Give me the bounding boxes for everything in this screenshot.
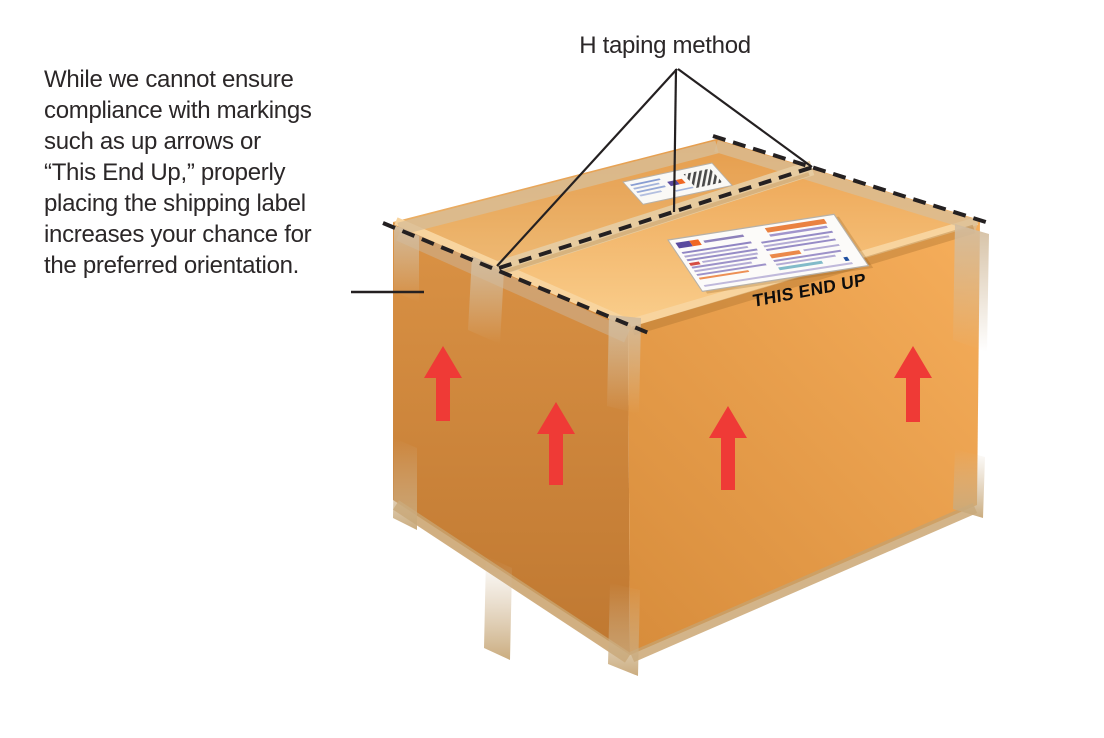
label-text-line (803, 243, 840, 252)
tape-strip-seam-end (468, 256, 504, 344)
tape-band-back-right-edge (714, 140, 979, 232)
callout-line-center-tape (672, 68, 678, 213)
shipping-label-small (622, 162, 733, 205)
tape-dashed-lines (382, 134, 993, 336)
label-text-line (769, 225, 828, 237)
label-text-line (703, 262, 854, 287)
front-face-top-shading (631, 224, 976, 336)
callout-line-right-tape (677, 68, 813, 168)
label-text-line (760, 230, 834, 244)
orientation-note: While we cannot ensure compliance with m… (44, 66, 312, 279)
tape-strip (953, 449, 985, 518)
tape-band-bottom-left-edge (392, 500, 632, 663)
box-front-face (628, 220, 980, 655)
tape-dashed-line-left-edge (382, 221, 652, 336)
label-text-line (763, 235, 830, 248)
label-mark (769, 250, 802, 259)
label-text-line (765, 238, 837, 251)
label-text-line (773, 249, 842, 262)
label-text-line (696, 263, 767, 276)
label-text-line (674, 186, 694, 192)
tape-strip (607, 315, 641, 414)
label-text-line (686, 248, 758, 262)
label-text-line (698, 270, 750, 280)
label-mark (843, 256, 850, 262)
top-edge-highlight-left (394, 217, 631, 327)
label-text-line (681, 241, 752, 254)
up-arrow-icon (537, 402, 575, 485)
up-arrow-icon (894, 346, 932, 422)
up-arrows (424, 346, 932, 490)
up-arrow-icon (424, 346, 462, 421)
carrier-logo-icon (689, 239, 702, 247)
shipping-label-large (667, 213, 874, 294)
label-text-line (703, 234, 745, 243)
tape-dashed-line-center-seam (498, 165, 814, 270)
h-taping-method-label: H taping method (579, 32, 751, 59)
box-left-face (393, 222, 630, 655)
carrier-logo-icon (675, 178, 686, 185)
tape-strip (953, 224, 989, 352)
label-text-line (683, 245, 749, 258)
label-header-bar (764, 218, 828, 233)
tape-dashed-line-right-edge (712, 134, 993, 226)
label-text-line (691, 256, 758, 269)
label-text-line (630, 178, 661, 187)
label-text-line (636, 185, 666, 194)
label-text-line (701, 252, 759, 263)
carrier-logo-icon (675, 240, 693, 249)
tape-strip (393, 438, 417, 530)
tape-strip (608, 583, 640, 676)
label-text-line (639, 190, 663, 197)
label-mark (688, 261, 701, 266)
up-arrow-icon (709, 406, 747, 490)
label-text-line (775, 254, 837, 266)
callout-line-left-tape (496, 68, 678, 267)
seam-shadow-line (496, 172, 810, 276)
callout-lines (351, 68, 813, 294)
label-text-line (778, 260, 824, 271)
tape-strip (484, 556, 512, 660)
tape-wrap-left-face-top (396, 227, 630, 343)
tape-band-back-left-edge (397, 140, 719, 236)
tape-strip (394, 225, 419, 302)
barcode-icon (683, 168, 723, 188)
tape-band-bottom-front-edge (629, 502, 978, 663)
label-text-line (693, 261, 753, 273)
label-text-line (633, 182, 660, 190)
